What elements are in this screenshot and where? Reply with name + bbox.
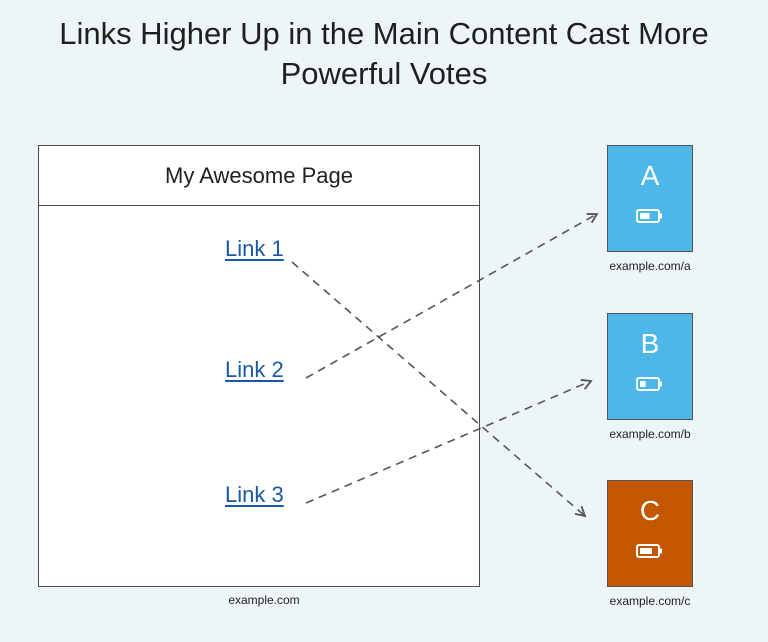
battery-icon — [636, 209, 662, 223]
diagram-title: Links Higher Up in the Main Content Cast… — [0, 14, 768, 94]
link-2[interactable]: Link 2 — [225, 357, 284, 382]
link-1[interactable]: Link 1 — [225, 236, 284, 261]
link-3[interactable]: Link 3 — [225, 482, 284, 507]
source-page-header: My Awesome Page — [39, 146, 479, 206]
target-letter-a: A — [640, 160, 660, 191]
target-letter-b: B — [640, 328, 660, 359]
title-line-2: Powerful Votes — [280, 56, 488, 91]
target-caption-a: example.com/a — [609, 259, 691, 273]
target-page-c: C — [607, 480, 693, 587]
title-line-1: Links Higher Up in the Main Content Cast… — [59, 16, 709, 51]
battery-icon — [636, 544, 662, 558]
source-page: My Awesome Page Link 1 Link 2 Link 3 — [38, 145, 480, 587]
target-page-a: A — [607, 145, 693, 252]
target-caption-c: example.com/c — [609, 594, 691, 608]
target-letter-c: C — [639, 495, 661, 526]
source-page-caption: example.com — [228, 593, 300, 607]
target-page-b: B — [607, 313, 693, 420]
target-caption-b: example.com/b — [609, 427, 691, 441]
battery-icon — [636, 377, 662, 391]
